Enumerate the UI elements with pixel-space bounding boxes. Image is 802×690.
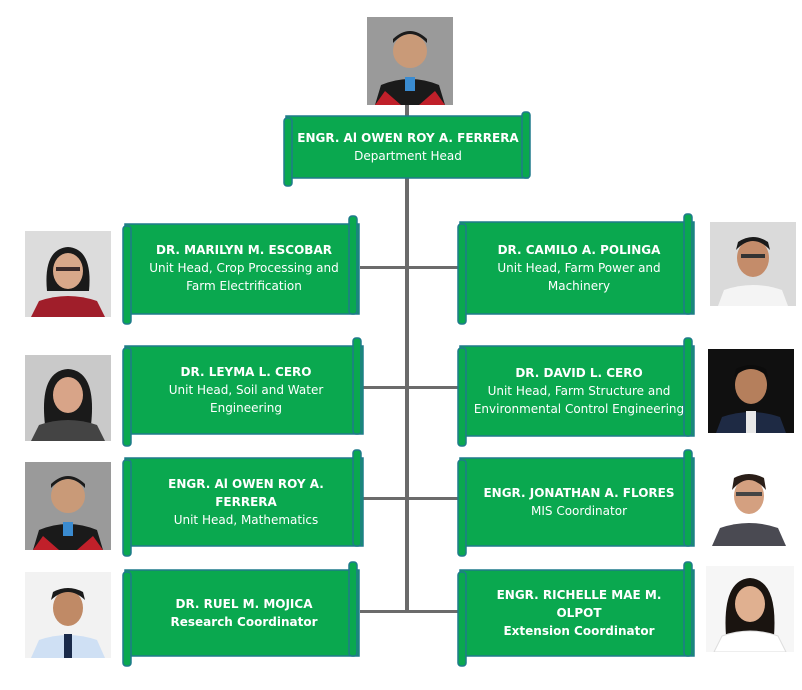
escobar-box: DR. MARILYN M. ESCOBAR Unit Head, Crop P… xyxy=(121,214,363,326)
escobar-role: Unit Head, Crop Processing and Farm Elec… xyxy=(149,261,339,293)
branch-line-1 xyxy=(360,266,460,269)
ferrera-name: ENGR. Al OWEN ROY A. FERRERA xyxy=(168,477,324,509)
mojica-photo xyxy=(25,572,111,658)
ferrera-role: Unit Head, Mathematics xyxy=(173,513,319,527)
flores-photo xyxy=(706,460,792,546)
ferrera-box: ENGR. Al OWEN ROY A. FERRERA Unit Head, … xyxy=(121,448,367,558)
head-box: ENGR. Al OWEN ROY A. FERRERA Department … xyxy=(282,108,532,188)
trunk-line xyxy=(405,105,409,613)
polinga-name: DR. CAMILO A. POLINGA xyxy=(497,243,661,257)
olpot-name: ENGR. RICHELLE MAE M. OLPOT xyxy=(496,588,662,620)
leyma-photo xyxy=(25,355,111,441)
head-role: Department Head xyxy=(354,149,462,163)
leyma-box: DR. LEYMA L. CERO Unit Head, Soil and Wa… xyxy=(121,336,367,448)
ferrera-photo xyxy=(25,462,111,550)
branch-line-4 xyxy=(360,610,460,613)
olpot-photo xyxy=(706,566,794,652)
mojica-role: Research Coordinator xyxy=(170,615,318,629)
escobar-photo xyxy=(25,231,111,317)
leyma-role: Unit Head, Soil and Water Engineering xyxy=(168,383,324,415)
polinga-role: Unit Head, Farm Power and Machinery xyxy=(497,261,661,293)
mojica-name: DR. RUEL M. MOJICA xyxy=(175,597,313,611)
flores-role: MIS Coordinator xyxy=(531,504,627,518)
david-role: Unit Head, Farm Structure and Environmen… xyxy=(473,384,685,416)
polinga-photo xyxy=(710,222,796,306)
olpot-box: ENGR. RICHELLE MAE M. OLPOT Extension Co… xyxy=(456,560,698,668)
david-name: DR. DAVID L. CERO xyxy=(515,366,643,380)
polinga-box: DR. CAMILO A. POLINGA Unit Head, Farm Po… xyxy=(456,212,698,326)
head-photo xyxy=(367,17,453,105)
branch-line-2 xyxy=(360,386,460,389)
head-name: ENGR. Al OWEN ROY A. FERRERA xyxy=(297,131,519,145)
david-box: DR. DAVID L. CERO Unit Head, Farm Struct… xyxy=(456,336,698,448)
olpot-role: Extension Coordinator xyxy=(503,624,655,638)
david-photo xyxy=(708,349,794,433)
flores-name: ENGR. JONATHAN A. FLORES xyxy=(483,486,675,500)
escobar-name: DR. MARILYN M. ESCOBAR xyxy=(156,243,332,257)
mojica-box: DR. RUEL M. MOJICA Research Coordinator xyxy=(121,560,363,668)
leyma-name: DR. LEYMA L. CERO xyxy=(180,365,312,379)
branch-line-3 xyxy=(360,497,460,500)
flores-box: ENGR. JONATHAN A. FLORES MIS Coordinator xyxy=(456,448,698,558)
